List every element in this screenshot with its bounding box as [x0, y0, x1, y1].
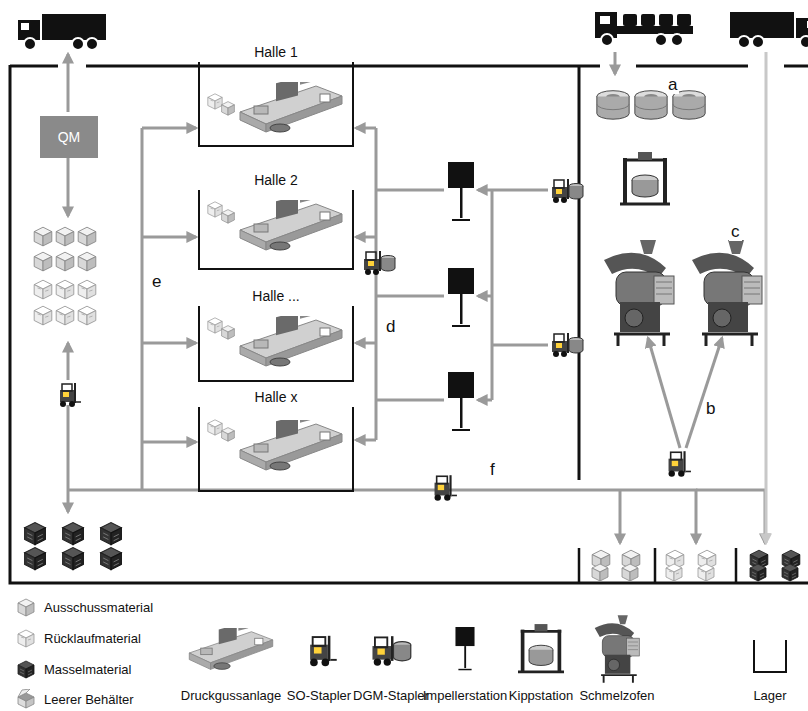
legend-text: Masselmaterial	[44, 662, 131, 677]
hall-box: Halle 2	[198, 172, 354, 270]
legend-text: Schmelzofen	[579, 688, 654, 703]
hall-title: Halle ...	[198, 288, 354, 304]
callout-letter: a	[666, 76, 679, 94]
callout-letter: d	[384, 318, 397, 336]
hall-bracket	[198, 306, 354, 382]
callout-letter: e	[150, 273, 163, 291]
legend-text: Leerer Behälter	[44, 692, 134, 707]
hall-box: Halle 1	[198, 44, 354, 147]
hall-title: Halle 2	[198, 172, 354, 188]
legend-text: Rücklaufmaterial	[44, 631, 141, 646]
box-label: QM	[58, 129, 81, 145]
hall-bracket	[198, 190, 354, 270]
legend-text: Impellerstation	[423, 688, 508, 703]
legend-text: Druckgussanlage	[181, 688, 281, 703]
legend-text: Lager	[753, 688, 786, 703]
hall-title: Halle x	[198, 389, 354, 405]
hall-box: Halle ...	[198, 288, 354, 382]
legend-text: Kippstation	[509, 688, 573, 703]
hall-box: Halle x	[198, 389, 354, 492]
callout-letter: b	[704, 400, 717, 418]
callout-letter: c	[729, 223, 742, 241]
callout-letter: f	[488, 461, 497, 479]
legend-text: Ausschussmaterial	[44, 600, 153, 615]
legend-text: DGM-Stapler	[353, 688, 429, 703]
hall-bracket	[198, 62, 354, 147]
qm-box: QM	[40, 116, 98, 158]
hall-bracket	[198, 407, 354, 492]
legend-text: SO-Stapler	[287, 688, 351, 703]
hall-title: Halle 1	[198, 44, 354, 60]
